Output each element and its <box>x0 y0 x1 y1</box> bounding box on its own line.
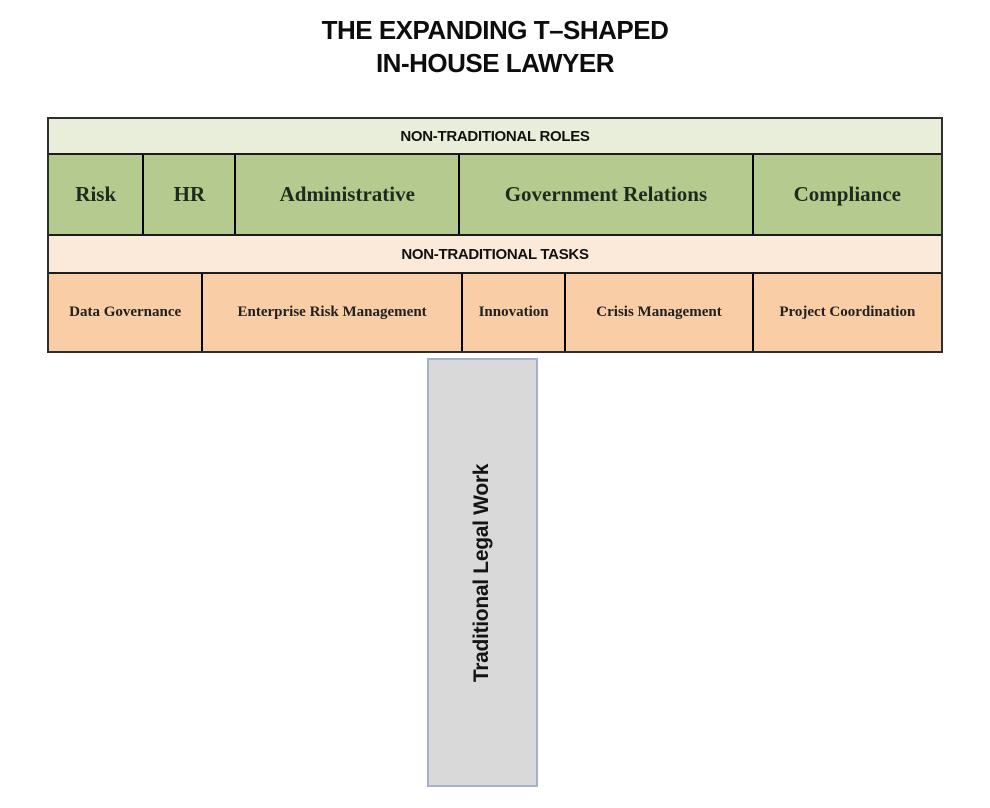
tasks-row: Data Governance Enterprise Risk Manageme… <box>49 274 941 351</box>
page-title-line1: THE EXPANDING T–SHAPED <box>321 15 669 45</box>
role-cell-risk: Risk <box>49 155 145 234</box>
role-cell-administrative: Administrative <box>236 155 461 234</box>
page-title: THE EXPANDING T–SHAPED IN-HOUSE LAWYER <box>0 14 990 80</box>
task-cell-project-coordination: Project Coordination <box>753 274 941 351</box>
role-cell-government-relations: Government Relations <box>460 155 754 234</box>
non-traditional-tasks-header: NON-TRADITIONAL TASKS <box>49 236 941 274</box>
task-cell-data-governance: Data Governance <box>49 274 204 351</box>
non-traditional-roles-header: NON-TRADITIONAL ROLES <box>49 119 941 155</box>
t-shape-top-bar: NON-TRADITIONAL ROLES Risk HR Administra… <box>47 117 943 353</box>
task-cell-innovation: Innovation <box>462 274 567 351</box>
task-cell-crisis-management: Crisis Management <box>566 274 754 351</box>
page-title-line2: IN-HOUSE LAWYER <box>375 48 615 78</box>
t-shape-stem: Traditional Legal Work <box>427 358 538 787</box>
role-cell-hr: HR <box>144 155 237 234</box>
traditional-legal-work-label: Traditional Legal Work <box>470 463 494 682</box>
roles-row: Risk HR Administrative Government Relati… <box>49 155 941 236</box>
role-cell-compliance: Compliance <box>753 155 941 234</box>
task-cell-enterprise-risk-management: Enterprise Risk Management <box>203 274 463 351</box>
